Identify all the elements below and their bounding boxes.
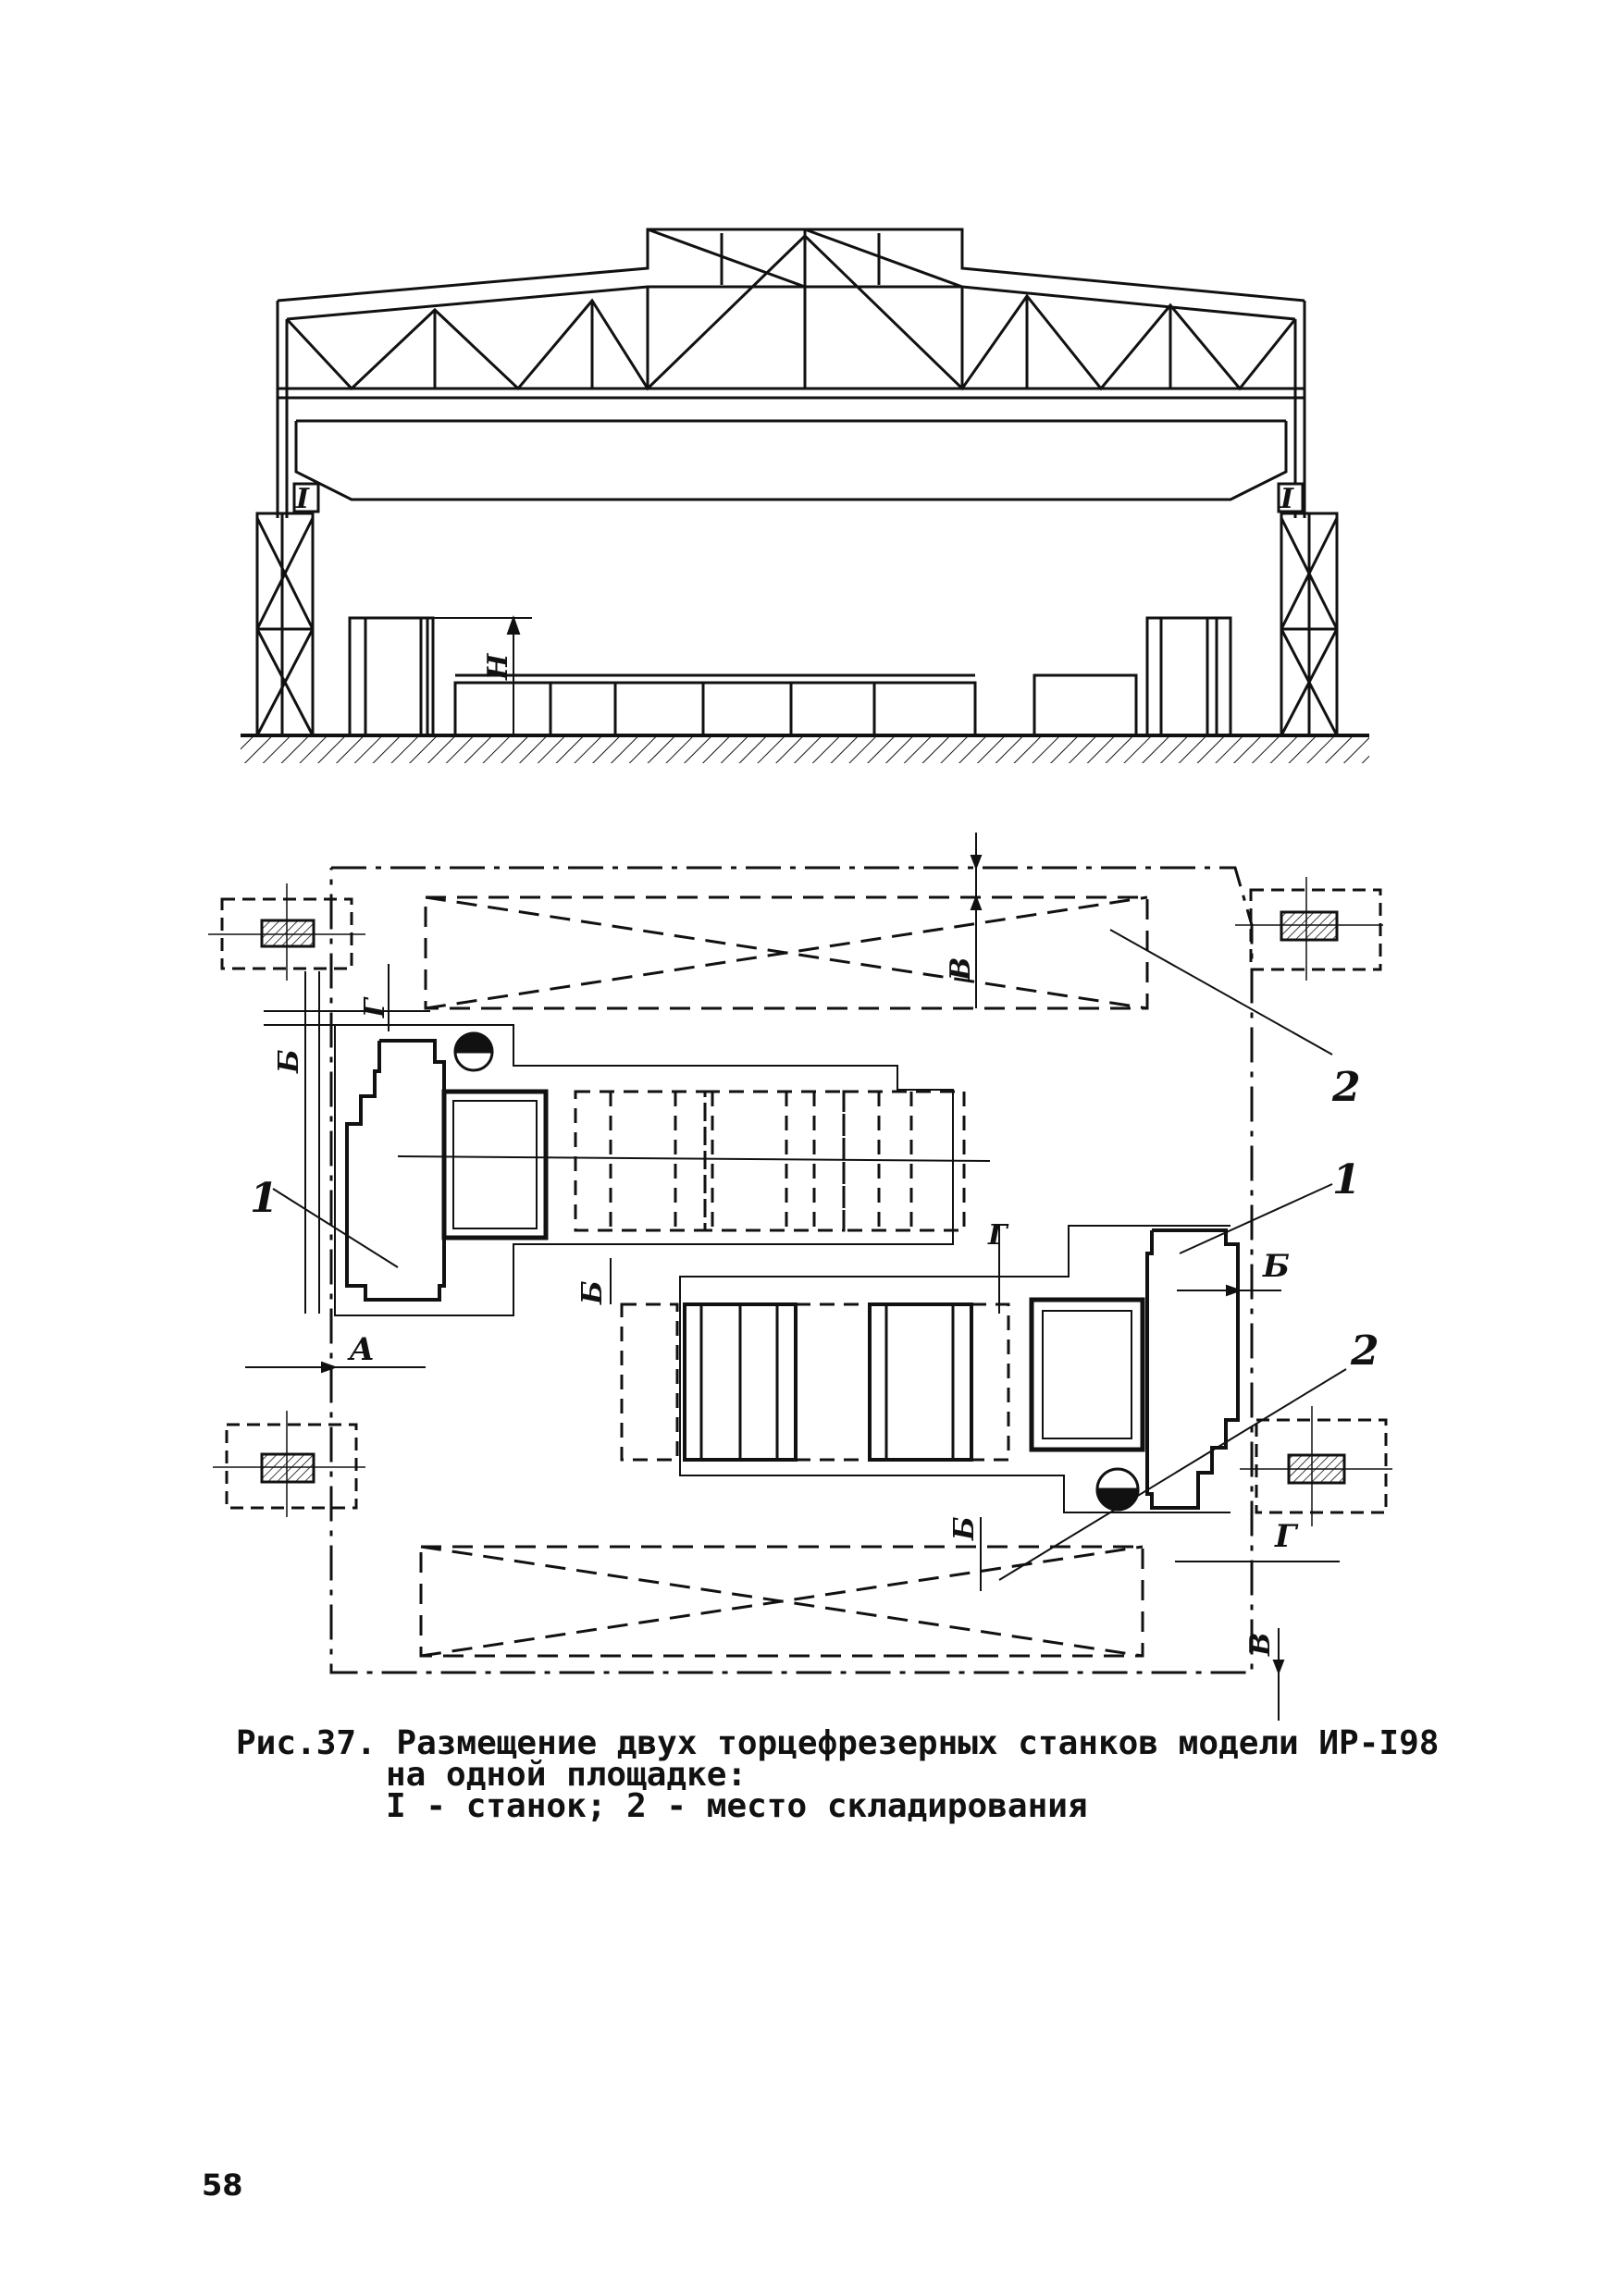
lattice-column-left	[255, 512, 315, 737]
dimension-label-v-top: В	[945, 957, 977, 981]
ground-line	[241, 734, 1369, 763]
dimension-label-g-left: Г	[359, 996, 391, 1018]
dimension-label-b-left: Б	[273, 1049, 305, 1074]
dimension-label-b-middle: Б	[576, 1280, 609, 1305]
machine-label-left: 1	[250, 1175, 278, 1222]
figure-caption: Рис.37. Размещение двух торцефрезерных с…	[236, 1724, 1440, 1825]
building-section	[241, 228, 1369, 763]
crane-label-left: I	[295, 483, 310, 515]
storage-label-bottom: 2	[1350, 1327, 1379, 1375]
caption-line-1: Рис.37. Размещение двух торцефрезерных с…	[236, 1724, 1440, 1762]
machine-right-elevation	[1145, 616, 1232, 737]
dimension-label-g-right: Г	[1274, 1518, 1299, 1555]
roof-truss	[277, 228, 1305, 400]
dimension-lines	[245, 833, 1340, 1721]
caption-line-2: на одной площадке:	[386, 1756, 748, 1794]
column-footing-top-right	[1235, 877, 1383, 981]
page-number: 58	[202, 2167, 243, 2203]
crane-rail-left	[292, 482, 320, 513]
column-footing-top-left	[208, 883, 365, 981]
dimension-label-a: A	[347, 1331, 374, 1368]
leader-lines	[272, 929, 1347, 1581]
column-footing-bottom-left	[213, 1411, 365, 1517]
lattice-column-right	[1280, 512, 1339, 737]
workpiece-row-top	[574, 1090, 966, 1232]
storage-area-top	[424, 895, 1149, 1010]
dimension-label-g-middle: Г	[987, 1219, 1009, 1252]
motor-symbol-top-fill	[453, 1031, 494, 1054]
service-zone-right	[679, 1225, 1230, 1513]
machine-left-elevation	[348, 616, 435, 737]
caption-line-3: I - станок; 2 - место складирования	[386, 1787, 1088, 1825]
column-footing-bottom-right	[1240, 1406, 1392, 1526]
crane-rail-right	[1277, 482, 1305, 513]
dimension-label-v-bottom: В	[1244, 1633, 1277, 1657]
site-boundary	[329, 866, 1254, 1674]
height-label: H	[482, 652, 514, 681]
machine-left-plan	[345, 1039, 991, 1302]
workpiece-row-bottom	[620, 1302, 1010, 1462]
storage-area-bottom	[419, 1545, 1144, 1658]
infeed-table-left	[441, 1089, 549, 1241]
conveyor-table	[453, 673, 1138, 737]
crane-girder	[294, 419, 1288, 501]
columns	[276, 301, 1306, 518]
infeed-table-right	[1029, 1297, 1145, 1452]
machine-right-plan	[1145, 1228, 1240, 1510]
dimension-label-b-bottom: Б	[948, 1516, 981, 1541]
crane-label-right: I	[1280, 483, 1294, 515]
dimension-label-b-right: Б	[1262, 1248, 1290, 1285]
height-dimension	[433, 614, 532, 735]
service-zone-left	[334, 1024, 954, 1316]
motor-symbol-bottom-fill	[1095, 1487, 1140, 1512]
machine-label-right: 1	[1332, 1156, 1361, 1204]
plan-view	[208, 833, 1392, 1721]
storage-label-top: 2	[1331, 1064, 1361, 1111]
